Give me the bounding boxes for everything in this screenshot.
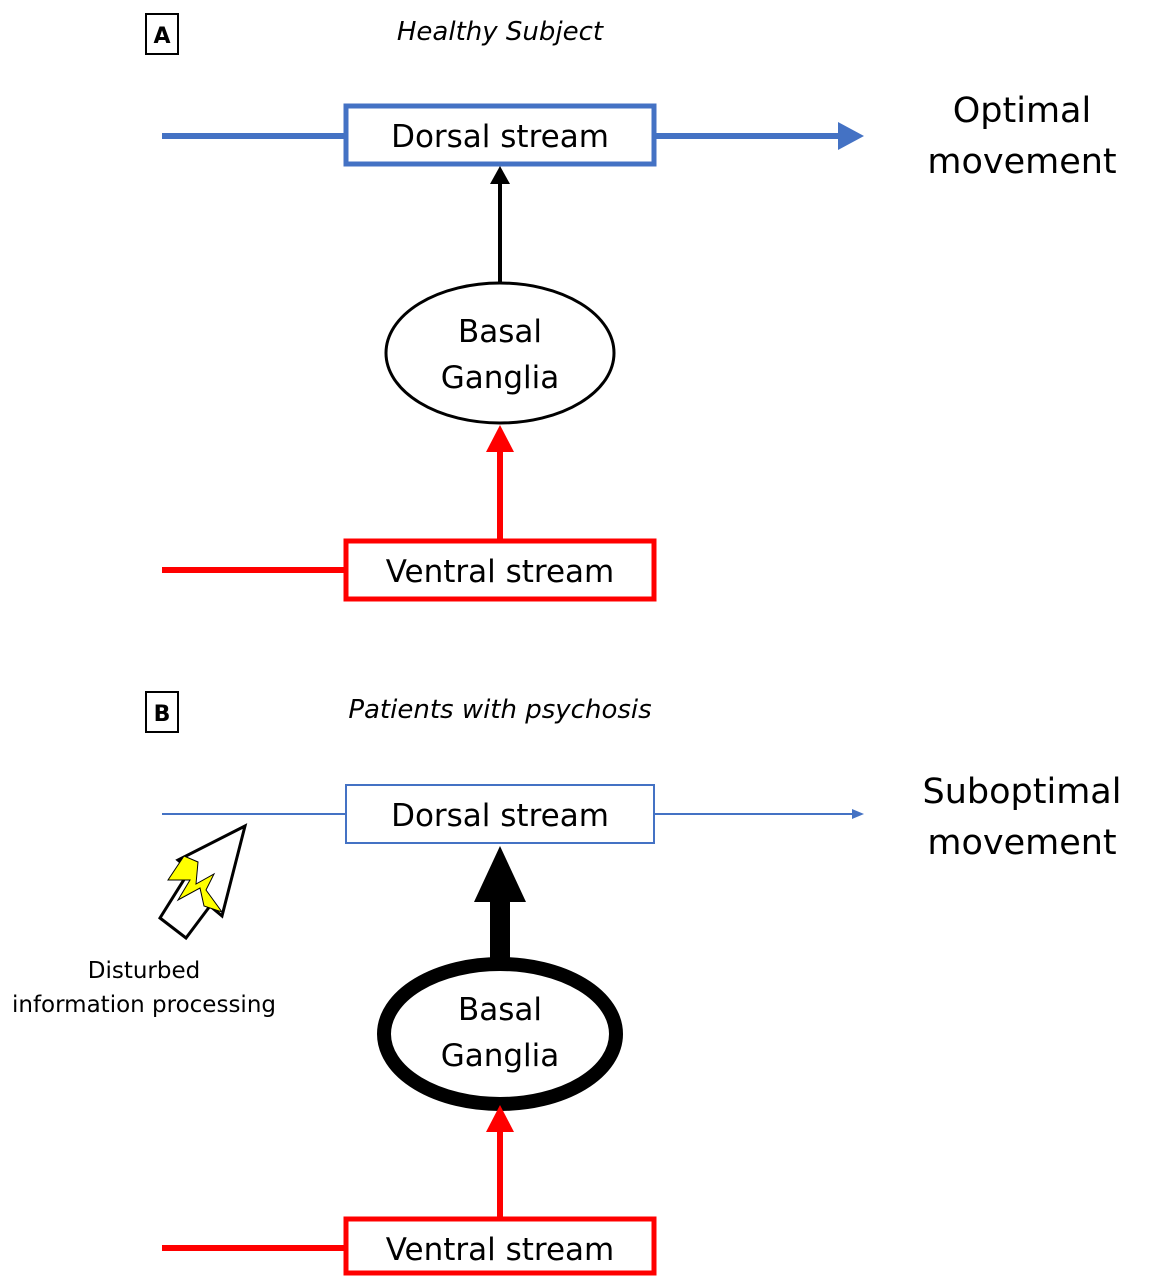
basal-to-dorsal-arrowhead bbox=[490, 166, 510, 184]
dorsal-output-arrowhead bbox=[852, 809, 864, 819]
ventral-to-basal-arrowhead bbox=[486, 425, 514, 452]
panel-b-title: Patients with psychosis bbox=[348, 695, 651, 725]
panel-a-label: A bbox=[153, 24, 170, 49]
outcome-label-line2: movement bbox=[927, 142, 1116, 182]
panel-b: B Patients with psychosis Dorsal stream … bbox=[12, 691, 1122, 1276]
basal-to-dorsal-line bbox=[490, 900, 510, 960]
dorsal-stream-label: Dorsal stream bbox=[391, 798, 609, 834]
outcome-label-line1: Optimal bbox=[953, 91, 1091, 131]
basal-ganglia-label-line2: Ganglia bbox=[441, 360, 560, 396]
basal-to-dorsal-arrowhead bbox=[474, 846, 526, 902]
panel-a-title: Healthy Subject bbox=[397, 17, 604, 47]
disturbance-label-line1: Disturbed bbox=[88, 958, 200, 984]
panel-b-label: B bbox=[154, 702, 171, 727]
ventral-stream-label: Ventral stream bbox=[386, 1232, 615, 1268]
outcome-label-line2: movement bbox=[927, 823, 1116, 863]
ventral-to-basal-arrowhead bbox=[486, 1105, 514, 1132]
ventral-stream-box bbox=[343, 538, 657, 602]
panel-b-label-box bbox=[145, 691, 179, 733]
dorsal-stream-box bbox=[343, 103, 657, 167]
basal-ganglia-node bbox=[384, 281, 616, 425]
dorsal-stream-label: Dorsal stream bbox=[391, 119, 609, 155]
basal-ganglia-label-line1: Basal bbox=[458, 314, 542, 350]
basal-ganglia-node bbox=[377, 957, 623, 1111]
basal-ganglia-label-line1: Basal bbox=[458, 992, 542, 1028]
dorsal-output-arrowhead bbox=[838, 122, 864, 150]
lightning-bolt-icon bbox=[167, 855, 224, 913]
ventral-stream-label: Ventral stream bbox=[386, 554, 615, 590]
basal-ganglia-label-line2: Ganglia bbox=[441, 1038, 560, 1074]
outcome-label-line1: Suboptimal bbox=[923, 772, 1122, 812]
dorsal-stream-box bbox=[345, 784, 655, 844]
ventral-stream-box bbox=[343, 1216, 657, 1276]
disturbance-label-line2: information processing bbox=[12, 992, 276, 1018]
panel-a: A Healthy Subject Dorsal stream Basal Ga… bbox=[145, 13, 1117, 602]
panel-a-label-box bbox=[145, 13, 179, 55]
